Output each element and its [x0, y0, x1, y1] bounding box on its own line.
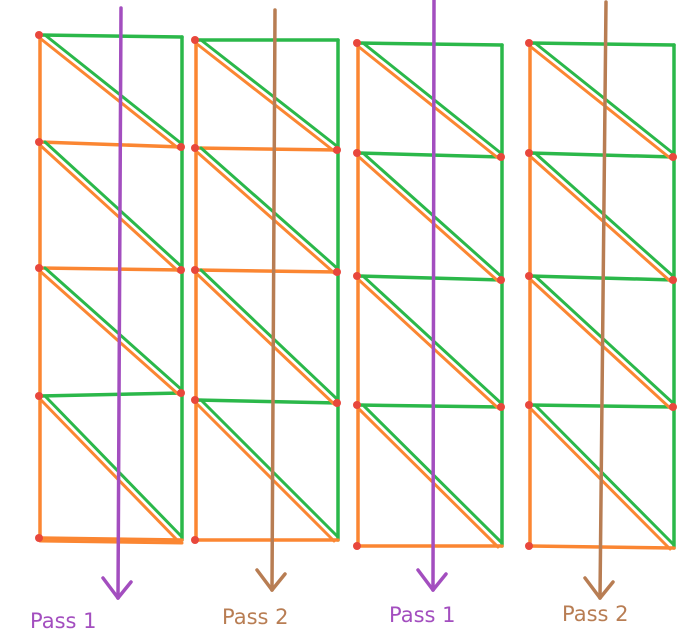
row-line-3 — [356, 274, 504, 282]
corner-dot — [525, 542, 533, 550]
arrow-shaft — [598, 0, 608, 600]
corner-dot — [525, 272, 533, 280]
diagonal-orange-3 — [195, 272, 336, 406]
corner-dot — [35, 392, 43, 400]
diagonal-green-3 — [43, 266, 184, 392]
corner-dot — [497, 403, 505, 411]
arrow-head-left — [101, 576, 120, 600]
diagonal-green-3 — [533, 274, 676, 406]
corner-dot — [669, 403, 677, 411]
row-line-4 — [38, 391, 184, 398]
corner-dot — [35, 138, 43, 146]
pass-label-3: Pass 1 — [389, 603, 456, 627]
corner-dot — [669, 276, 677, 284]
diagonal-orange-1 — [195, 42, 336, 153]
pass-arrows — [101, 0, 615, 600]
corner-dot — [525, 401, 533, 409]
row-line-5 — [38, 536, 184, 542]
diagonal-orange-4 — [195, 402, 336, 543]
corner-dot — [353, 542, 361, 550]
pass-arrow-3 — [416, 0, 448, 592]
arrow-head-left — [416, 568, 435, 592]
pass-label-2: Pass 2 — [222, 605, 289, 629]
corner-dot — [333, 268, 341, 276]
arrow-head-right — [598, 580, 615, 600]
diagonal-orange-4 — [357, 407, 500, 549]
grid-columns — [35, 31, 677, 551]
diagonal-green-1 — [199, 38, 340, 149]
corner-dot — [177, 266, 185, 274]
diagonal-orange-2 — [357, 155, 500, 283]
diagonal-green-4 — [533, 403, 676, 547]
diagonal-orange-4 — [39, 398, 180, 543]
corner-dot — [497, 276, 505, 284]
corner-dot — [353, 272, 361, 280]
diagonal-green-2 — [43, 140, 184, 269]
corner-dot — [35, 264, 43, 272]
corner-dot — [191, 266, 199, 274]
row-line-2 — [194, 146, 340, 152]
corner-dot — [35, 31, 43, 39]
corner-dot — [191, 536, 199, 544]
diagonal-orange-1 — [39, 37, 180, 150]
pass-arrow-4 — [583, 0, 615, 600]
arrow-head-left — [255, 568, 274, 592]
corner-dot — [35, 534, 43, 542]
row-line-2 — [38, 140, 184, 149]
corner-dot — [191, 144, 199, 152]
diagonal-orange-2 — [529, 155, 672, 283]
row-line-3 — [38, 266, 184, 272]
arrow-shaft — [116, 6, 123, 600]
corner-dot — [525, 149, 533, 157]
pass-arrow-1 — [101, 6, 133, 600]
corner-dot — [353, 39, 361, 47]
row-line-1 — [528, 41, 676, 47]
pass-labels: Pass 1 Pass 2 Pass 1 Pass 2 — [30, 602, 629, 633]
corner-dot — [353, 401, 361, 409]
pass-label-1: Pass 1 — [30, 609, 97, 633]
corner-dot — [177, 389, 185, 397]
row-line-1 — [38, 33, 184, 39]
corner-dot — [333, 146, 341, 154]
grid-column-1 — [35, 31, 185, 545]
corner-dot — [333, 399, 341, 407]
diagonal-orange-3 — [357, 278, 500, 410]
arrow-shaft — [431, 0, 436, 592]
arrow-head-right — [116, 580, 133, 600]
grid-column-2 — [191, 36, 341, 544]
row-line-3 — [194, 268, 340, 274]
corner-dot — [191, 396, 199, 404]
row-line-2 — [528, 151, 676, 159]
diagonal-orange-2 — [39, 144, 180, 273]
diagonal-orange-3 — [39, 270, 180, 396]
corner-dot — [525, 39, 533, 47]
diagonal-orange-3 — [529, 278, 672, 410]
row-line-4 — [194, 398, 340, 405]
diagonal-green-3 — [199, 268, 340, 402]
corner-dot — [177, 143, 185, 151]
diagonal-orange-1 — [529, 45, 672, 160]
diagonal-green-4 — [43, 394, 184, 539]
row-line-4 — [356, 403, 504, 409]
corner-dot — [497, 153, 505, 161]
bottom-edge-double — [38, 539, 184, 545]
arrow-shaft — [270, 8, 277, 592]
corner-dot — [191, 36, 199, 44]
arrow-head-right — [270, 572, 287, 592]
row-line-2 — [356, 151, 504, 159]
diagonal-orange-2 — [195, 150, 336, 275]
diagonal-orange-1 — [357, 45, 500, 160]
arrow-head-left — [583, 576, 602, 600]
arrow-head-right — [431, 572, 448, 592]
pass-label-4: Pass 2 — [562, 602, 629, 626]
diagonal-green-1 — [43, 33, 184, 146]
row-line-1 — [356, 41, 504, 47]
corner-dot — [669, 153, 677, 161]
grid-column-3 — [353, 39, 505, 550]
pass-arrow-2 — [255, 8, 287, 592]
diagonal-green-2 — [199, 146, 340, 271]
diagonal-green-4 — [199, 398, 340, 539]
corner-dot — [353, 149, 361, 157]
